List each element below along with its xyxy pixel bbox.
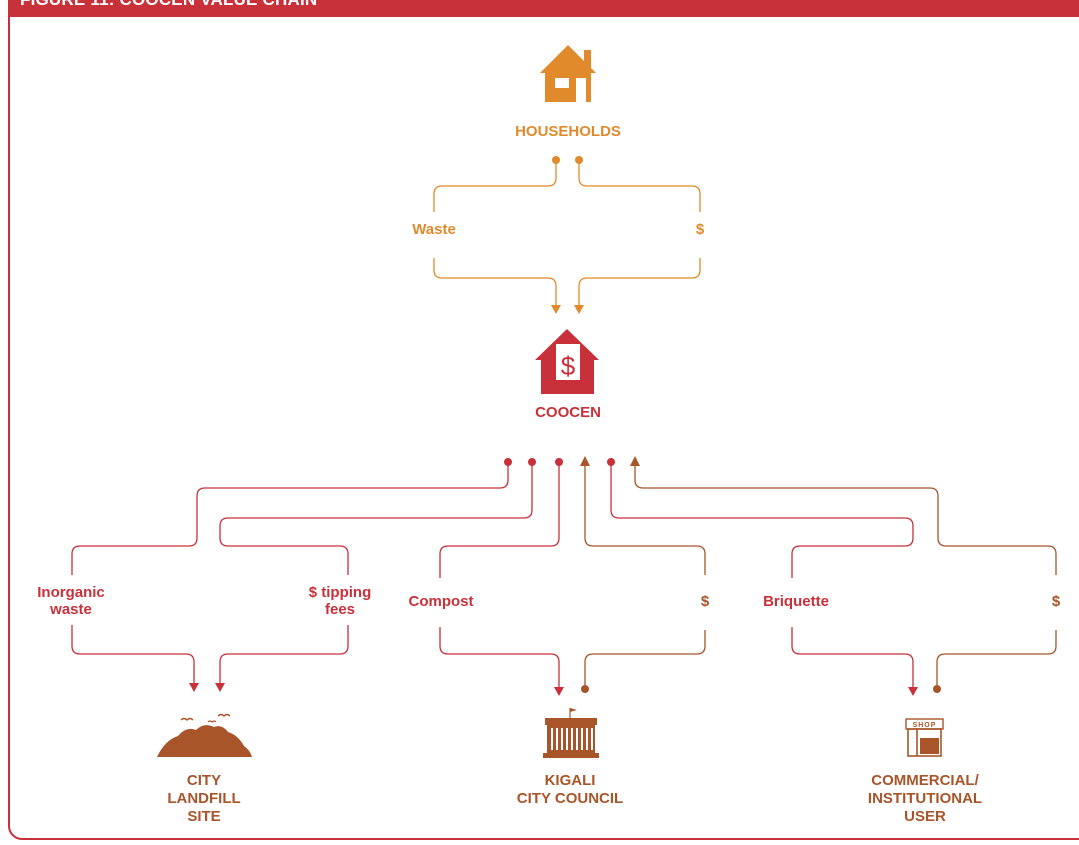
dollar-house-icon: $ <box>535 329 599 394</box>
tipping-fees-line2: fees <box>324 601 356 618</box>
briquette-arrow-head <box>908 687 918 696</box>
coocen-label: COOCEN <box>535 404 601 421</box>
house-icon <box>540 45 596 102</box>
inorganic-arrow-head <box>189 683 199 692</box>
households-money-flow-label: $ <box>695 221 705 238</box>
briquette-flow-label: Briquette <box>763 593 829 610</box>
tipping-fees-line1: $ tipping <box>308 584 372 601</box>
tipping-arrow-head <box>215 683 225 692</box>
landfill-icon <box>157 713 252 757</box>
commercial-money-flow-label: $ <box>1051 593 1061 610</box>
waste-arrow-head <box>551 305 561 314</box>
inorganic-waste-line1: Inorganic <box>37 584 105 601</box>
commercial-label-line2: INSTITUTIONAL USER <box>867 790 983 825</box>
council-building-icon <box>543 708 599 758</box>
inorganic-waste-flow-label: Inorganic waste <box>37 584 105 618</box>
council-label-line2: CITY COUNCIL <box>516 790 624 807</box>
waste-origin-dot <box>552 156 560 164</box>
briquette-origin-dot <box>607 458 615 466</box>
commercial-money-arrow-head <box>630 456 640 466</box>
council-money-flow-label: $ <box>700 593 710 610</box>
figure-title-bar: FIGURE 11: COOCEN VALUE CHAIN <box>8 0 1079 17</box>
waste-flow-label: Waste <box>412 221 456 238</box>
commercial-money-origin-dot <box>933 685 941 693</box>
compost-origin-dot <box>555 458 563 466</box>
council-money-origin-dot <box>581 685 589 693</box>
tipping-fees-flow-label: $ tipping fees <box>309 584 372 618</box>
landfill-label-line2: LANDFILL <box>167 790 241 807</box>
tipping-origin-dot <box>528 458 536 466</box>
figure-title: FIGURE 11: COOCEN VALUE CHAIN <box>20 0 317 10</box>
shop-icon: SHOP <box>905 718 944 757</box>
compost-arrow-head <box>554 687 564 696</box>
compost-flow-label: Compost <box>408 593 474 610</box>
payment-arrow-head <box>574 305 584 314</box>
landfill-label-line3: SITE <box>187 808 221 825</box>
inorganic-waste-line2: waste <box>50 601 92 618</box>
council-money-arrow-head <box>580 456 590 466</box>
council-label-line1: KIGALI <box>544 772 596 789</box>
households-flow-lines <box>433 160 701 305</box>
svg-text:$: $ <box>561 351 576 381</box>
svg-text:SHOP: SHOP <box>913 722 937 729</box>
landfill-label: CITY LANDFILL SITE <box>167 772 240 826</box>
payment-origin-dot <box>575 156 583 164</box>
coocen-flow-lines <box>71 462 1057 688</box>
inorganic-origin-dot <box>504 458 512 466</box>
council-label: KIGALI CITY COUNCIL <box>517 772 623 808</box>
households-label: HOUSEHOLDS <box>515 123 621 140</box>
commercial-label: COMMERCIAL/ INSTITUTIONAL USER <box>848 772 1002 826</box>
landfill-label-line1: CITY <box>186 772 222 789</box>
commercial-label-line1: COMMERCIAL/ <box>871 772 979 789</box>
